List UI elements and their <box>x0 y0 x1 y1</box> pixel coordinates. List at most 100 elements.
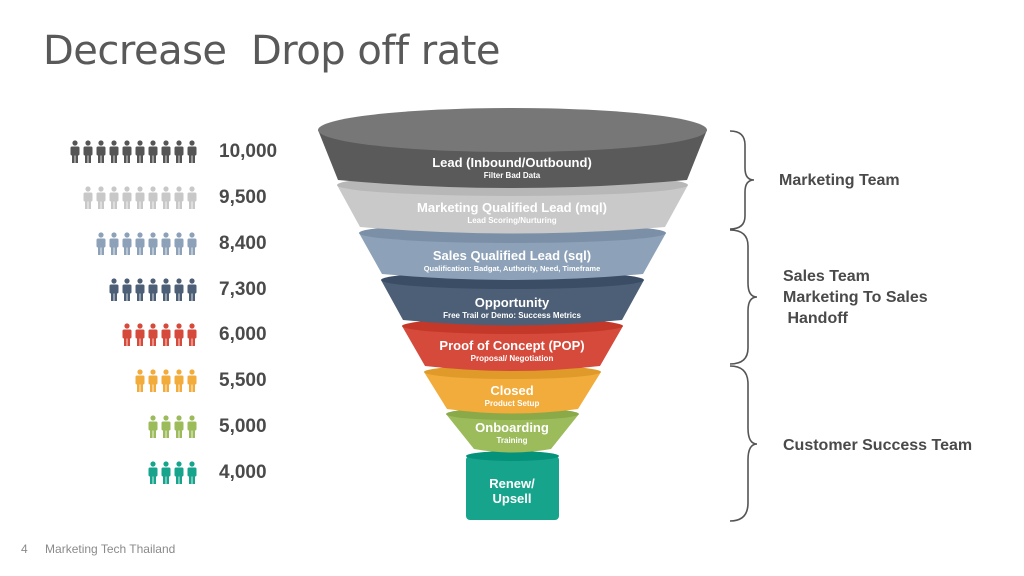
person-icon <box>187 461 197 484</box>
person-icon <box>148 415 158 438</box>
stage-label-opportunity: Opportunity Free Trail or Demo: Success … <box>362 295 662 321</box>
person-icon <box>109 278 119 301</box>
person-icon <box>174 278 184 301</box>
person-icon <box>161 278 171 301</box>
person-icon <box>161 186 171 209</box>
person-icon <box>135 232 145 255</box>
person-icon <box>135 278 145 301</box>
person-icon <box>161 323 171 346</box>
stage-subtitle: Training <box>496 435 528 445</box>
person-icon <box>187 140 197 163</box>
stage-title: Proof of Concept (POP) <box>439 338 585 353</box>
stage-title: Renew/ <box>489 476 535 491</box>
person-icon <box>96 232 106 255</box>
stage-label-renew: Renew/ Upsell <box>362 476 662 507</box>
slide-title: Decrease Drop off rate <box>43 28 501 74</box>
person-icon <box>187 278 197 301</box>
team-marketing: Marketing Team <box>779 170 900 191</box>
person-icon <box>148 140 158 163</box>
person-icon <box>122 278 132 301</box>
stage-label-mql: Marketing Qualified Lead (mql) Lead Scor… <box>362 200 662 226</box>
person-icon <box>148 232 158 255</box>
person-icon <box>83 140 93 163</box>
stage-subtitle: Filter Bad Data <box>483 170 541 180</box>
person-icon <box>96 186 106 209</box>
person-icon <box>109 140 119 163</box>
page-number: 4 <box>21 542 28 556</box>
person-icon <box>161 461 171 484</box>
stage-title: Lead (Inbound/Outbound) <box>432 155 592 170</box>
stage-label-sql: Sales Qualified Lead (sql) Qualification… <box>362 248 662 273</box>
stage-title: Sales Qualified Lead (sql) <box>432 248 592 263</box>
count-value: 4,000 <box>219 462 267 483</box>
person-icon <box>122 232 132 255</box>
person-icon <box>122 186 132 209</box>
person-icon <box>135 140 145 163</box>
team-label: Handoff <box>783 310 848 327</box>
person-icon <box>174 323 184 346</box>
person-icon <box>187 323 197 346</box>
stage-title-line2: Upsell <box>492 490 532 506</box>
stage-subtitle: Free Trail or Demo: Success Metrics <box>443 310 581 320</box>
person-icon <box>148 323 158 346</box>
person-icon <box>174 232 184 255</box>
stage-label-lead: Lead (Inbound/Outbound) Filter Bad Data <box>362 155 662 181</box>
people-icons <box>148 461 197 484</box>
person-icon <box>161 232 171 255</box>
person-icon <box>148 461 158 484</box>
people-icons <box>83 186 197 209</box>
team-customer-success: Customer Success Team <box>783 435 972 456</box>
person-icon <box>135 369 145 392</box>
count-value: 6,000 <box>219 324 267 345</box>
team-label: Marketing To Sales <box>783 289 928 306</box>
count-value: 5,500 <box>219 370 267 391</box>
person-icon <box>83 186 93 209</box>
stage-label-onboarding: Onboarding Training <box>362 420 662 446</box>
count-value: 10,000 <box>219 141 278 162</box>
count-value: 5,000 <box>219 416 267 437</box>
person-icon <box>174 186 184 209</box>
person-icon <box>187 369 197 392</box>
stage-title: Opportunity <box>474 295 550 310</box>
person-icon <box>174 369 184 392</box>
brace-sales <box>729 229 758 365</box>
person-icon <box>148 186 158 209</box>
person-icon <box>187 186 197 209</box>
person-icon <box>148 278 158 301</box>
person-icon <box>122 140 132 163</box>
footer-company: Marketing Tech Thailand <box>45 542 176 556</box>
stage-subtitle: Qualification: Badgat, Authority, Need, … <box>423 263 601 273</box>
people-icons <box>109 278 197 301</box>
stage-subtitle: Product Setup <box>484 398 540 408</box>
person-icon <box>135 323 145 346</box>
person-icon <box>148 369 158 392</box>
stage-title: Marketing Qualified Lead (mql) <box>417 200 607 215</box>
team-sales: Sales Team Marketing To Sales Handoff <box>783 266 928 329</box>
count-value: 8,400 <box>219 233 267 254</box>
person-icon <box>174 415 184 438</box>
people-icons <box>148 415 197 438</box>
team-label: Customer Success Team <box>783 437 973 454</box>
person-icon <box>161 369 171 392</box>
slide-footer: 4 Marketing Tech Thailand <box>21 542 175 556</box>
person-icon <box>70 140 80 163</box>
people-icons <box>122 323 197 346</box>
person-icon <box>187 232 197 255</box>
person-icon <box>135 186 145 209</box>
person-icon <box>161 140 171 163</box>
person-icon <box>174 140 184 163</box>
people-icons <box>96 232 197 255</box>
person-icon <box>96 140 106 163</box>
stage-title: Closed <box>490 383 534 398</box>
person-icon <box>161 415 171 438</box>
person-icon <box>109 186 119 209</box>
team-label: Marketing Team <box>779 172 900 189</box>
team-label: Sales Team <box>783 268 870 285</box>
person-icon <box>109 232 119 255</box>
count-value: 9,500 <box>219 187 267 208</box>
person-icon <box>122 323 132 346</box>
person-icon <box>174 461 184 484</box>
count-value: 7,300 <box>219 279 267 300</box>
funnel-stage-lead <box>318 108 707 188</box>
stage-subtitle: Proposal/ Negotiation <box>470 353 554 363</box>
